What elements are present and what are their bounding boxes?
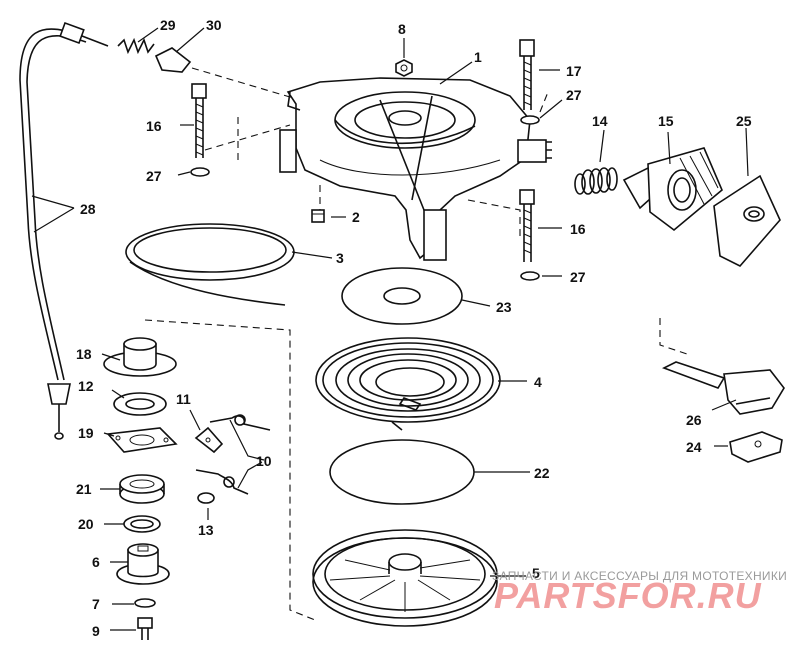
callout-9: 9 (92, 623, 100, 639)
callout-11: 11 (176, 391, 191, 407)
callout-19: 19 (78, 425, 94, 441)
disc-part-upper (341, 267, 463, 325)
cover-part (713, 174, 781, 267)
callout-24: 24 (686, 439, 702, 455)
screw-part (311, 209, 325, 223)
callout-6: 6 (92, 554, 100, 570)
pin-part (154, 47, 192, 73)
retainer-ring-part (123, 515, 161, 533)
mount-plate-part (106, 427, 178, 453)
hub-part (116, 543, 170, 585)
handle-insert-part (622, 147, 723, 232)
cable-part (19, 21, 109, 440)
pawl-spring-part (195, 414, 271, 495)
callout-21: 21 (76, 481, 92, 497)
alignment-lines (144, 67, 691, 621)
watermark-brand: PARTSFOR.RU (494, 575, 762, 616)
starter-housing-part (279, 77, 552, 261)
washer-part-top (520, 115, 540, 125)
callout-13: 13 (198, 522, 214, 538)
callout-18: 18 (76, 346, 92, 362)
callout-7: 7 (92, 596, 100, 612)
watermark: ЗАПЧАСТИ И АКСЕССУАРЫ ДЛЯ МОТОТЕХНИКИ PA… (492, 569, 787, 616)
bushing-part (119, 474, 165, 504)
washer-part-left (190, 167, 210, 177)
callout-15: 15 (658, 113, 674, 129)
callout-10: 10 (256, 453, 272, 469)
callout-27-left: 27 (146, 168, 162, 184)
rewind-spring-part (315, 337, 501, 431)
gasket-part (113, 392, 167, 416)
starter-rope-part (125, 223, 295, 306)
flat-washer-part (134, 598, 156, 608)
callout-25: 25 (736, 113, 752, 129)
clip-part (197, 492, 215, 504)
callout-1: 1 (474, 49, 482, 65)
callout-16-left: 16 (146, 118, 162, 134)
bolt-part-left (191, 83, 207, 158)
callout-12: 12 (78, 378, 94, 394)
callout-16-right: 16 (570, 221, 586, 237)
leader-lines (31, 27, 749, 631)
small-spring-part (117, 37, 155, 55)
callout-29: 29 (160, 17, 176, 33)
callout-17: 17 (566, 63, 582, 79)
nut-part (395, 59, 413, 77)
starter-handle-part (661, 361, 785, 415)
callout-27-top: 27 (566, 87, 582, 103)
callout-30: 30 (206, 17, 222, 33)
watermark-tagline: ЗАПЧАСТИ И АКСЕССУАРЫ ДЛЯ МОТОТЕХНИКИ (492, 569, 787, 583)
callout-28: 28 (80, 201, 96, 217)
callout-8: 8 (398, 21, 406, 37)
callout-22: 22 (534, 465, 550, 481)
hub-screw-part (137, 617, 153, 640)
pulley-part (312, 529, 498, 627)
callout-labels: 1 8 29 30 17 27 16 27 14 15 25 28 2 16 3… (76, 17, 752, 639)
callout-14: 14 (592, 113, 608, 129)
washer-part-right (520, 271, 540, 281)
bolt-part-top (519, 39, 535, 110)
callout-26: 26 (686, 412, 702, 428)
disc-part-lower (329, 439, 475, 505)
coil-spring-part (574, 167, 618, 195)
callout-23: 23 (496, 299, 512, 315)
pawl-part (194, 426, 224, 454)
callout-3: 3 (336, 250, 344, 266)
bolt-part-right (519, 189, 535, 262)
callout-4: 4 (534, 374, 542, 390)
cap-part (103, 337, 177, 377)
callout-5: 5 (532, 565, 540, 581)
rope-anchor-part (729, 431, 783, 463)
callout-20: 20 (78, 516, 94, 532)
callout-2: 2 (352, 209, 360, 225)
callout-27-right: 27 (570, 269, 586, 285)
